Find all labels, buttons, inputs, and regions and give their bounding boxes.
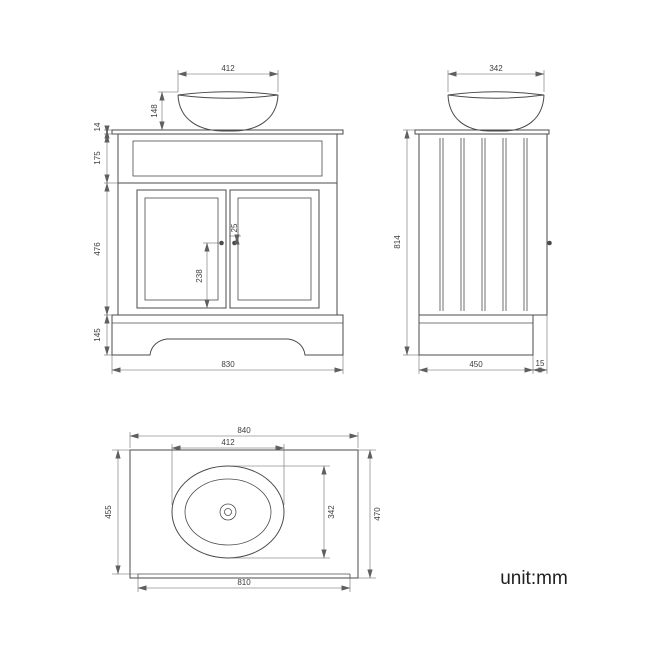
front-view: 412 148 14 175 476 145 25 xyxy=(93,64,344,374)
dim-plan-left-depth-label: 455 xyxy=(104,505,113,519)
side-plinth xyxy=(418,314,534,356)
plan-view: 840 412 455 342 470 xyxy=(104,426,382,592)
dim-front-handle-bottom-label: 238 xyxy=(195,269,204,283)
dim-front-overall-width-label: 830 xyxy=(221,360,235,369)
front-basin-outline xyxy=(177,91,279,132)
dim-front-basin-width-label: 412 xyxy=(221,64,235,73)
side-door-knob xyxy=(547,240,552,246)
plan-dim-overall-depth: 470 xyxy=(358,449,382,579)
dim-plan-basin-width-label: 412 xyxy=(221,438,235,447)
side-cabinet-body xyxy=(418,133,548,316)
front-dim-handle: 25 238 xyxy=(195,223,241,309)
front-right-door-panel xyxy=(237,197,312,301)
dim-side-basin-width-label: 342 xyxy=(489,64,503,73)
dim-side-overall-height-label: 814 xyxy=(393,235,402,249)
unit-label: unit:mm xyxy=(500,568,568,589)
side-dim-basin-width: 342 xyxy=(447,64,545,92)
front-right-door xyxy=(229,189,320,309)
dim-plan-overall-depth-label: 470 xyxy=(373,507,382,521)
front-left-door xyxy=(136,189,227,309)
side-view: 342 814 450 15 xyxy=(393,64,552,374)
front-cabinet-body xyxy=(117,133,338,316)
dim-front-countertop-thickness-label: 14 xyxy=(93,122,102,131)
dim-front-plinth-height-label: 145 xyxy=(93,328,102,342)
dim-plan-basin-depth-label: 342 xyxy=(327,505,336,519)
front-drawer-panel xyxy=(132,140,323,177)
front-dim-chain-left: 14 175 476 145 xyxy=(93,122,118,356)
front-right-door-knob xyxy=(232,240,237,246)
dim-front-basin-height-label: 148 xyxy=(150,104,159,118)
plan-basin xyxy=(171,465,285,559)
front-left-door-knob xyxy=(219,240,224,246)
plan-dim-left-depth: 455 xyxy=(104,449,138,575)
dim-plan-overall-width-label: 840 xyxy=(237,426,251,435)
front-dim-basin-height: 148 xyxy=(150,91,178,131)
side-dim-depth: 450 15 xyxy=(418,315,548,374)
side-plank-grooves xyxy=(439,138,528,311)
front-dim-basin-width: 412 xyxy=(177,64,279,92)
dim-side-back-offset-label: 15 xyxy=(536,359,545,368)
plan-dim-basin-width: 412 xyxy=(171,438,285,505)
plan-dim-overall-width: 840 xyxy=(129,426,359,448)
plan-dim-cabinet-width: 810 xyxy=(137,578,351,592)
front-plinth xyxy=(111,314,344,356)
dim-plan-cabinet-width-label: 810 xyxy=(237,578,251,587)
plan-cabinet-front-edge xyxy=(137,573,351,578)
dim-front-drawer-height-label: 175 xyxy=(93,151,102,165)
side-basin-outline xyxy=(447,91,545,132)
front-dim-overall-width: 830 xyxy=(111,355,344,374)
plan-dim-basin-depth: 342 xyxy=(230,465,336,559)
front-left-door-panel xyxy=(144,197,219,301)
side-dim-overall-height: 814 xyxy=(393,129,419,356)
dim-side-base-depth-label: 450 xyxy=(469,360,483,369)
dim-front-door-height-label: 476 xyxy=(93,242,102,256)
dim-front-handle-offset-label: 25 xyxy=(230,223,239,232)
